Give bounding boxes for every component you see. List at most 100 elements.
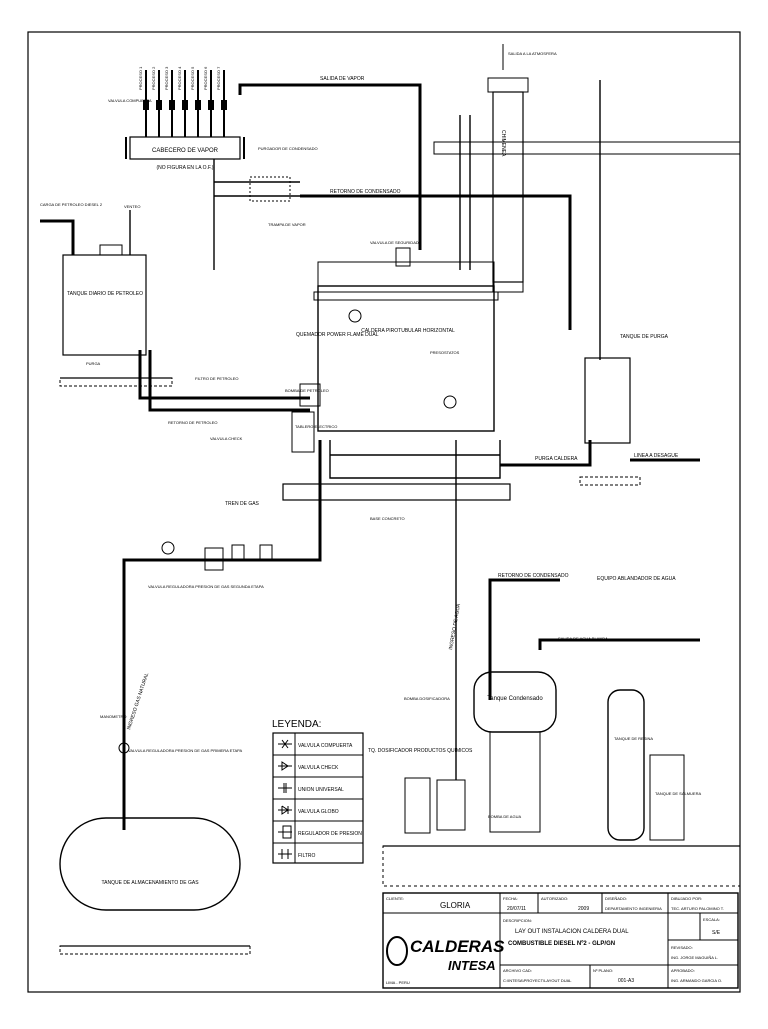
caldera-label: CALDERA PIROTUBULAR HORIZONTAL [361, 328, 455, 334]
chimenea-label: CHIMENEA [500, 130, 506, 157]
boiler-body [317, 285, 495, 432]
svg-text:ING. JORGE MAGUIÑA L.: ING. JORGE MAGUIÑA L. [671, 955, 718, 960]
concrete-base [282, 483, 511, 501]
valvula-compuerta-label: VALVULA COMPUERTA [108, 98, 152, 103]
svg-text:PROCESO 6: PROCESO 6 [203, 66, 208, 90]
steam-header-group: CABECERO DE VAPOR (NO FIGURA EN LA O.F.)… [108, 66, 572, 330]
venteo-label: VENTEO [124, 204, 140, 209]
legend-item-label: VALVULA CHECK [298, 765, 339, 771]
manometro-label: MANOMETRO [100, 714, 126, 719]
svg-text:S/E: S/E [712, 930, 721, 936]
chimney [492, 91, 524, 283]
svg-text:DEPARTAMENTO INGENIERIA: DEPARTAMENTO INGENIERIA [605, 906, 662, 911]
tanque-salmuera-label: TANQUE DE SALMUERA [655, 791, 701, 796]
svg-text:LIMA - PERU: LIMA - PERU [386, 980, 410, 985]
svg-text:TEC. ARTURO PALOMINO T.: TEC. ARTURO PALOMINO T. [671, 906, 724, 911]
svg-text:20/07/11: 20/07/11 [507, 906, 526, 912]
daily-tank [62, 254, 147, 356]
boiler-group: CALDERA PIROTUBULAR HORIZONTAL VALVULA D… [282, 240, 592, 521]
tanque-almacenamiento-label: TANQUE DE ALMACENAMIENTO DE GAS [101, 880, 199, 886]
linea-desague-label: LINEA A DESAGUE [634, 453, 679, 459]
legend-item-label: VALVULA GLOBO [298, 809, 339, 815]
presostato-label: PRESOSTATOS [430, 350, 460, 355]
brine-tank [649, 754, 685, 841]
svg-text:DIBUJADO POR:: DIBUJADO POR: [671, 896, 702, 901]
logo-intesa: INTESA [448, 958, 496, 973]
svg-text:DESCRIPCION:: DESCRIPCION: [503, 918, 532, 923]
svg-text:ING. ARMANDO GARCIA O.: ING. ARMANDO GARCIA O. [671, 978, 722, 983]
svg-text:DISEÑADO:: DISEÑADO: [605, 896, 627, 901]
cliente-value: GLORIA [440, 901, 471, 910]
gas-train-group: TREN DE GAS VALVULA REGULADORA PRESION D… [59, 440, 322, 955]
steam-header-label: CABECERO DE VAPOR [152, 148, 219, 154]
svg-text:APROBADO:: APROBADO: [671, 968, 695, 973]
bomba-petroleo-label: BOMBA DE PETROLEO [285, 388, 329, 393]
purgador-label: PURGADOR DE CONDENSADO [258, 146, 318, 151]
svg-text:PROCESO 7: PROCESO 7 [216, 66, 221, 90]
gas-pipe [122, 440, 322, 830]
tren-gas-label: TREN DE GAS [225, 501, 260, 507]
ingreso-agua-label: INGRESO DE AGUA [448, 603, 462, 651]
legend-item-label: FILTRO [298, 853, 316, 859]
purge-tank-group: TANQUE DE PURGA LINEA A DESAGUE [579, 334, 700, 486]
description-line-2: COMBUSTIBLE DIESEL Nº2 - GLP/GN [508, 941, 615, 947]
svg-text:CLIENTE:: CLIENTE: [386, 896, 404, 901]
tablero-electrico [291, 411, 315, 453]
valvula-reguladora-label: VALVULA REGULADORA PRESION DE GAS SEGUND… [148, 584, 264, 589]
quemador-label: QUEMADOR POWER FLAME DUAL [296, 332, 379, 338]
svg-text:REVISADO:: REVISADO: [671, 945, 693, 950]
purge-tank [584, 357, 631, 444]
legend-title: LEYENDA: [272, 719, 321, 730]
svg-text:001-A3: 001-A3 [618, 978, 634, 984]
title-block: CLIENTE: GLORIA FECHA: 20/07/11 AUTORIZA… [382, 892, 739, 989]
gas-storage-tank [59, 817, 241, 911]
svg-text:PROCESO 2: PROCESO 2 [151, 66, 156, 90]
base-concreto-label: BASE CONCRETO [370, 516, 405, 521]
salida-vapor-label: SALIDA DE VAPOR [320, 76, 365, 82]
svg-text:C:\INTESA\PROYECT\LAYOUT DUAL: C:\INTESA\PROYECT\LAYOUT DUAL [503, 978, 572, 983]
condensate-tank [473, 671, 557, 733]
ingreso-gas-label: INGRESO GAS NATURAL [126, 672, 150, 731]
bomba-dosificadora-label: BOMBA DOSIFICADORA [404, 696, 450, 701]
logo-calderas: CALDERAS [410, 937, 505, 956]
svg-text:ESCALA:: ESCALA: [703, 917, 720, 922]
water-area-group: INGRESO DE AGUA RETORNO DE CONDENSADO EQ… [368, 440, 741, 887]
svg-text:Nº PLANO:: Nº PLANO: [593, 968, 613, 973]
retorno-petroleo-label: RETORNO DE PETROLEO [168, 420, 218, 425]
purga-caldera-label: PURGA CALDERA [535, 456, 578, 462]
salida-agua-blanda-label: SALIDA DE AGUA BLANDA [558, 636, 608, 641]
legend-item-label: UNION UNIVERSAL [298, 787, 344, 793]
svg-text:FECHA:: FECHA: [503, 896, 518, 901]
purga-label: PURGA [86, 361, 101, 366]
no-figura-label: (NO FIGURA EN LA O.F.) [157, 165, 214, 171]
tanque-diario-label: TANQUE DIARIO DE PETROLEO [67, 291, 143, 297]
retorno-condensado-top: RETORNO DE CONDENSADO [330, 189, 401, 195]
filtro-petroleo-label: FILTRO DE PETROLEO [195, 376, 239, 381]
tanque-condensado-label: Tanque Condensado [487, 696, 543, 702]
svg-text:PROCESO 3: PROCESO 3 [164, 66, 169, 90]
svg-text:2009: 2009 [578, 906, 589, 912]
chimney-group: CHIMENEA SALIDA A LA ATMOSFERA [433, 44, 741, 360]
svg-text:PROCESO 1: PROCESO 1 [138, 66, 143, 90]
svg-text:PROCESO 4: PROCESO 4 [177, 66, 182, 90]
description-line-1: LAY OUT INSTALACION CALDERA DUAL [515, 929, 629, 935]
logo-mark [386, 936, 408, 966]
tq-dosificador-label: TQ. DOSIFICADOR PRODUCTOS QUIMICOS [368, 748, 473, 754]
valvula-check-label: VALVULA CHECK [210, 436, 243, 441]
steam-main-pipe [238, 83, 422, 250]
resin-tank [607, 689, 645, 841]
legend: LEYENDA: VALVULA COMPUERTA VALVULA CHECK… [272, 719, 364, 864]
bomba-agua-label: BOMBA DE AGUA [488, 814, 521, 819]
svg-text:PROCESO 5: PROCESO 5 [190, 66, 195, 90]
tanque-purga-label: TANQUE DE PURGA [620, 334, 669, 340]
salida-atm-label: SALIDA A LA ATMOSFERA [508, 51, 557, 56]
tablero-label: TABLERO ELECTRICO [295, 424, 337, 429]
retorno-condensado-bottom: RETORNO DE CONDENSADO [498, 573, 569, 579]
svg-text:AUTORIZADO:: AUTORIZADO: [541, 896, 568, 901]
dosing-tank [404, 777, 431, 834]
daily-tank-group: TANQUE DIARIO DE PETROLEO CARGA DE PETRO… [40, 202, 310, 441]
sheet-border [27, 31, 741, 993]
svg-text:ARCHIVO CAD:: ARCHIVO CAD: [503, 968, 532, 973]
